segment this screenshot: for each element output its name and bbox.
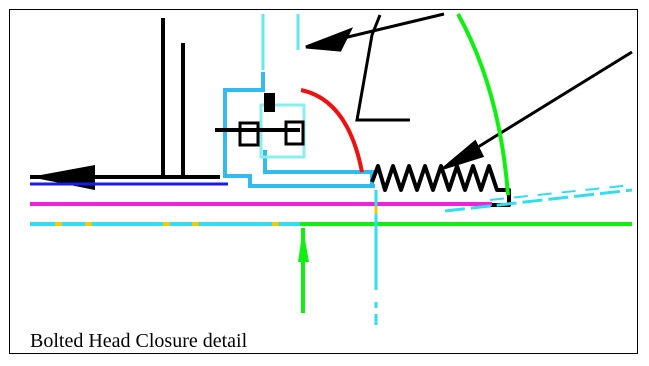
left-arrow — [30, 165, 220, 190]
zigzag-seal — [370, 164, 511, 207]
figure-caption: Bolted Head Closure detail — [30, 330, 248, 352]
bolt — [215, 93, 305, 147]
leader-arrows — [305, 12, 633, 170]
shell-vertical-lines — [261, 14, 300, 70]
support-lines — [161, 18, 185, 175]
figure-frame — [9, 9, 638, 354]
green-curve — [456, 13, 510, 196]
cyan-slope — [444, 184, 633, 213]
green-vertical-arrow — [298, 228, 309, 313]
red-arc — [300, 88, 364, 173]
